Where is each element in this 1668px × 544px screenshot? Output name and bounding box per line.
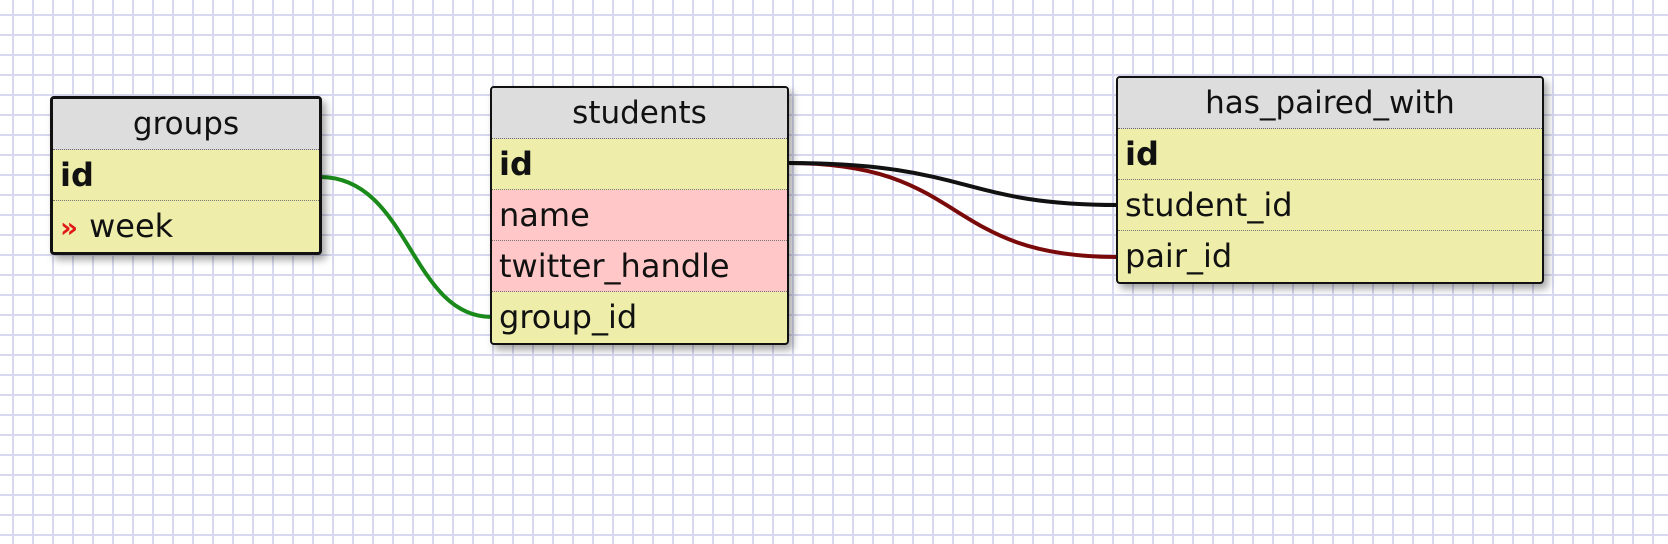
column-name: id [60,156,94,194]
column-name: twitter_handle [499,247,730,285]
table-has-paired-with-title[interactable]: has_paired_with [1118,78,1542,129]
double-chevron-right-icon: » [60,211,78,244]
column-name: student_id [1125,186,1293,224]
column-name: name [499,196,590,234]
has-paired-with-column-student-id[interactable]: student_id [1118,180,1542,231]
table-groups[interactable]: groups id » week [50,96,322,255]
groups-column-week[interactable]: » week [53,201,319,252]
relation-students-id-to-has-paired-with-pair-id [787,161,1119,259]
students-column-group-id[interactable]: group_id [492,292,787,343]
table-students-title[interactable]: students [492,88,787,139]
column-name: id [499,145,533,183]
column-name: week [89,207,174,245]
relation-groups-id-to-students-group-id [319,175,493,319]
students-column-twitter-handle[interactable]: twitter_handle [492,241,787,292]
column-name: id [1125,135,1159,173]
relation-students-id-to-has-paired-with-student-id [787,161,1119,207]
column-name: group_id [499,298,638,336]
students-column-id[interactable]: id [492,139,787,190]
has-paired-with-column-pair-id[interactable]: pair_id [1118,231,1542,282]
groups-column-id[interactable]: id [53,150,319,201]
column-name: pair_id [1125,237,1233,275]
table-students[interactable]: students id name twitter_handle group_id [490,86,789,345]
table-groups-title[interactable]: groups [53,99,319,150]
table-has-paired-with[interactable]: has_paired_with id student_id pair_id [1116,76,1544,284]
students-column-name[interactable]: name [492,190,787,241]
has-paired-with-column-id[interactable]: id [1118,129,1542,180]
